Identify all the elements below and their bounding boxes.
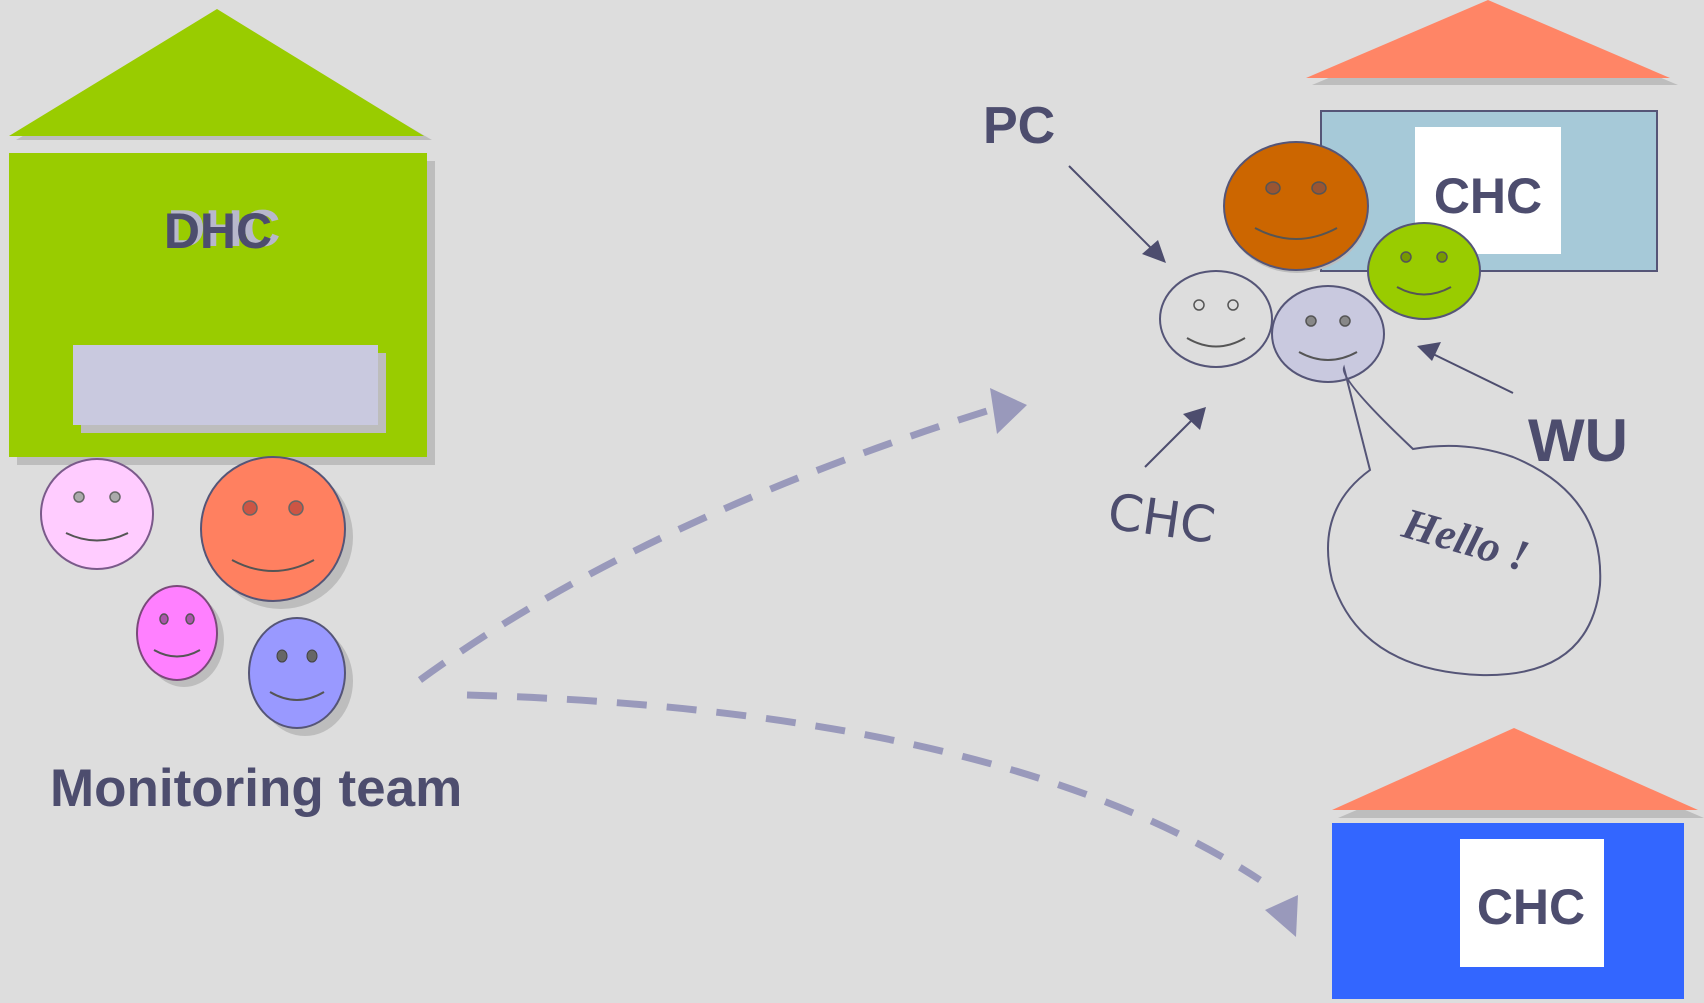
dhc-label: DHC [164, 203, 272, 259]
face-lavender [1271, 285, 1385, 383]
wu-label: WU [1528, 407, 1628, 474]
dhc-roof [9, 9, 424, 136]
wu-arrow [1417, 342, 1514, 394]
monitoring-team-label: Monitoring team [50, 759, 462, 818]
chc-top-roof [1306, 0, 1670, 78]
chc-person-arrow [1144, 407, 1206, 468]
chc-building-top: CHC [1306, 0, 1678, 272]
face-pink [40, 458, 154, 570]
chc-bottom-sign [1460, 839, 1604, 967]
face-periwinkle [248, 617, 353, 736]
chc-bottom-roof [1332, 728, 1698, 810]
chc-bottom-label: CHC [1477, 879, 1585, 935]
chc-top-label: CHC [1434, 168, 1542, 224]
dhc-label-shadow: DHC [168, 200, 281, 258]
chc-building-bottom: CHC [1332, 728, 1704, 999]
face-brown [1223, 141, 1369, 273]
dashed-arrow-lower [466, 691, 1298, 937]
pc-arrow [1068, 165, 1166, 263]
dashed-arrow-upper [417, 388, 1027, 683]
chc-person-label: CHC [1104, 482, 1218, 554]
dhc-building: DHC DHC [9, 9, 435, 465]
face-orange [200, 456, 353, 609]
face-magenta [136, 585, 224, 687]
face-green [1367, 222, 1481, 320]
monitoring-team-faces [40, 456, 353, 736]
pc-label: PC [983, 97, 1055, 155]
dhc-door [73, 345, 378, 425]
face-outline [1159, 270, 1273, 368]
speech-bubble: Hello ! [1327, 364, 1602, 677]
